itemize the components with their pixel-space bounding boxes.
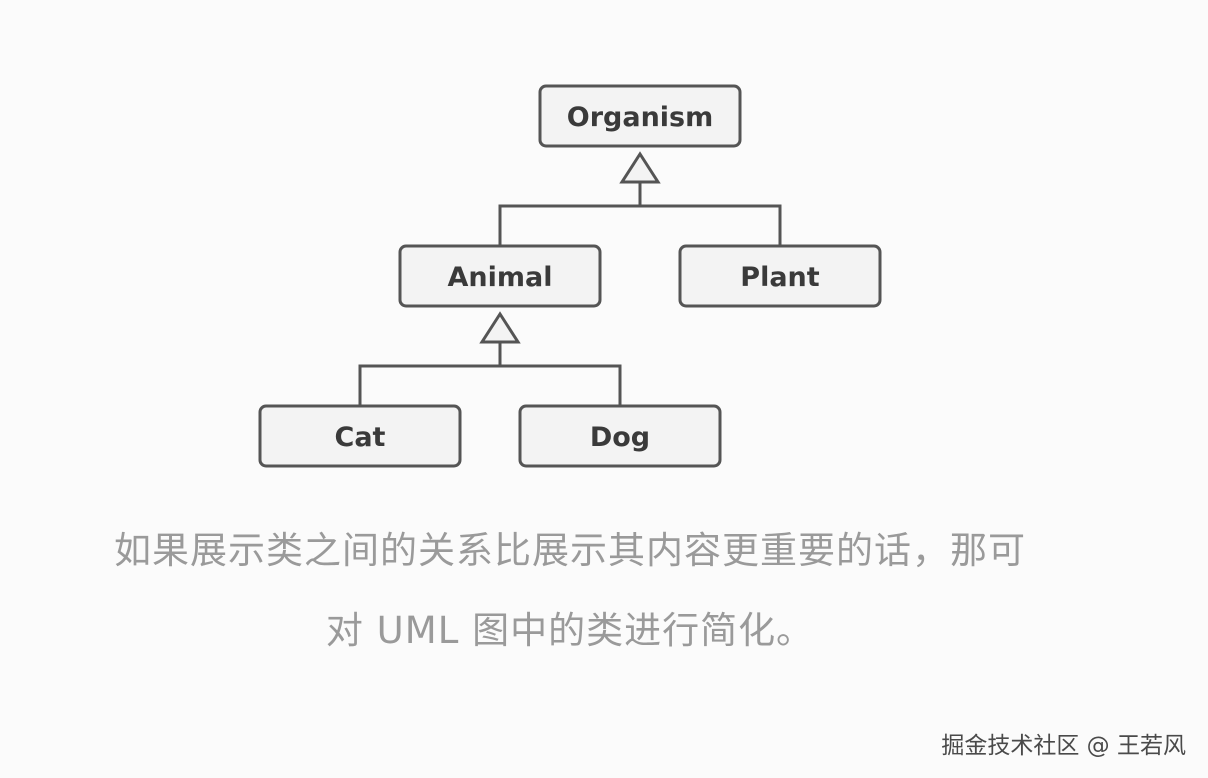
edge-animal-to-organism: [498, 182, 642, 246]
class-plant: Plant: [678, 244, 882, 308]
edge-plant-to-organism: [640, 204, 782, 246]
caption-line-1: 如果展示类之间的关系比展示其内容更重要的话，那可: [114, 529, 1026, 572]
class-name: Animal: [448, 262, 553, 293]
class-organism: Organism: [538, 84, 742, 148]
uml-class-diagram: Organism Animal Plant Cat Dog: [258, 84, 882, 468]
class-name: Organism: [567, 102, 714, 133]
inheritance-edge-organism: [498, 151, 782, 246]
class-cat: Cat: [258, 404, 462, 468]
class-dog: Dog: [518, 404, 722, 468]
caption-line-2: 对 UML 图中的类进行简化。: [325, 609, 815, 652]
edge-dog-to-animal: [500, 364, 622, 406]
inheritance-arrow-organism: [619, 151, 661, 184]
edge-cat-to-animal: [358, 342, 502, 406]
class-name: Plant: [740, 262, 819, 293]
watermark: 掘金技术社区 @ 王若风: [941, 733, 1186, 759]
class-name: Cat: [335, 422, 386, 453]
class-animal: Animal: [398, 244, 602, 308]
inheritance-edge-animal: [358, 311, 622, 406]
inheritance-arrow-animal: [479, 311, 521, 344]
class-name: Dog: [590, 422, 650, 453]
